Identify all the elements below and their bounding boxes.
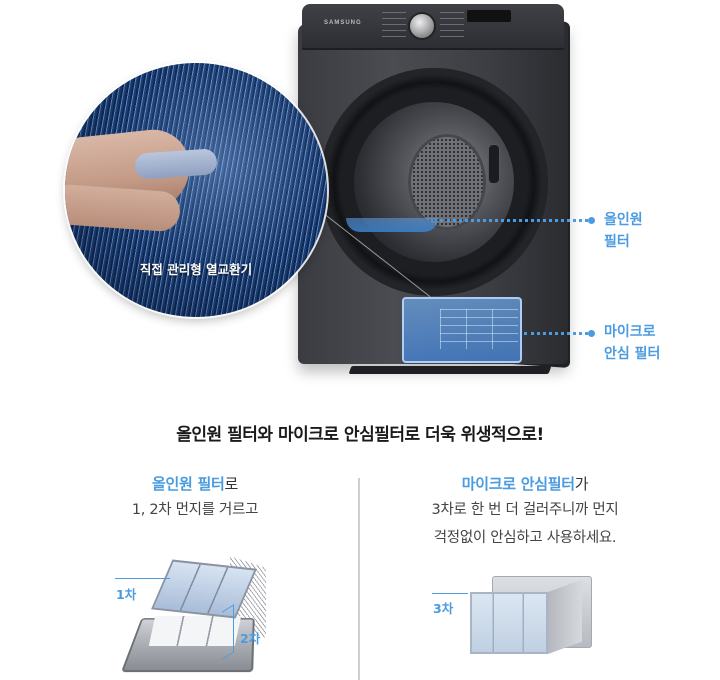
callout-allinone: 올인원 필터	[604, 209, 643, 253]
stage1-indicator-line	[115, 578, 170, 579]
micro-title-suffix: 가	[574, 475, 589, 493]
micro-filter-front	[470, 592, 548, 654]
callout-micro-line1: 마이크로	[604, 324, 656, 340]
stage2-bracket	[222, 604, 234, 660]
heat-exchanger-magnify-circle: 직접 관리형 열교환기	[65, 63, 327, 317]
stage2-label: 2차	[240, 631, 261, 646]
stage3-label: 3차	[433, 601, 454, 616]
callout-allinone-line2: 필터	[604, 234, 630, 250]
micro-leader-dot-icon	[588, 330, 595, 337]
dryer-control-panel: SAMSUNG	[302, 4, 564, 50]
micro-title-accent: 마이크로 안심필터	[461, 475, 575, 493]
drum-mesh-back	[408, 134, 486, 230]
dial-knob-icon	[410, 14, 434, 38]
stage3-indicator-line	[432, 593, 468, 594]
panel-buttons-right	[440, 12, 464, 42]
magnify-caption: 직접 관리형 열교환기	[139, 262, 253, 277]
stage1-label: 1차	[116, 587, 137, 602]
callout-micro: 마이크로 안심 필터	[604, 321, 660, 365]
allinone-column-title: 올인원 필터로	[80, 472, 310, 496]
column-divider	[358, 478, 360, 680]
brand-logo: SAMSUNG	[324, 20, 362, 26]
allinone-title-suffix: 로	[224, 475, 238, 493]
callout-micro-line2: 안심 필터	[604, 346, 661, 362]
callout-allinone-line1: 올인원	[604, 212, 643, 228]
dryer-illustration: SAMSUNG	[290, 4, 590, 374]
allinone-leader-line	[440, 219, 588, 222]
allinone-title-accent: 올인원 필터	[152, 475, 225, 493]
panel-buttons-left	[382, 12, 406, 42]
micro-column-body-line1: 3차로 한 번 더 걸러주니까 먼지	[431, 502, 619, 518]
dryer-display	[467, 10, 511, 22]
finger-illustration	[65, 183, 182, 233]
micro-filter-image	[430, 570, 600, 670]
micro-filter-column: 마이크로 안심필터가 3차로 한 번 더 걸러주니까 먼지 걱정없이 안심하고 …	[375, 472, 675, 552]
dryer-base	[348, 366, 552, 374]
micro-column-body-line2: 걱정없이 안심하고 사용하세요.	[433, 530, 617, 546]
allinone-leader-dot-icon	[588, 217, 595, 224]
hero-section: SAMSUNG 직접 관리형 열교환기 올인원 필터 마이크로 안심 필터	[65, 4, 660, 374]
micro-column-title: 마이크로 안심필터가	[375, 472, 675, 496]
micro-filter-side	[548, 579, 582, 654]
allinone-filter-column: 올인원 필터로 1, 2차 먼지를 거르고	[80, 472, 310, 524]
door-latch	[488, 144, 500, 184]
headline: 올인원 필터와 마이크로 안심필터로 더욱 위생적으로!	[176, 425, 544, 445]
allinone-column-body: 1, 2차 먼지를 거르고	[131, 502, 259, 518]
micro-leader-line	[524, 332, 588, 335]
micro-filter-grid	[440, 309, 518, 349]
allinone-filter-highlight	[346, 218, 438, 232]
